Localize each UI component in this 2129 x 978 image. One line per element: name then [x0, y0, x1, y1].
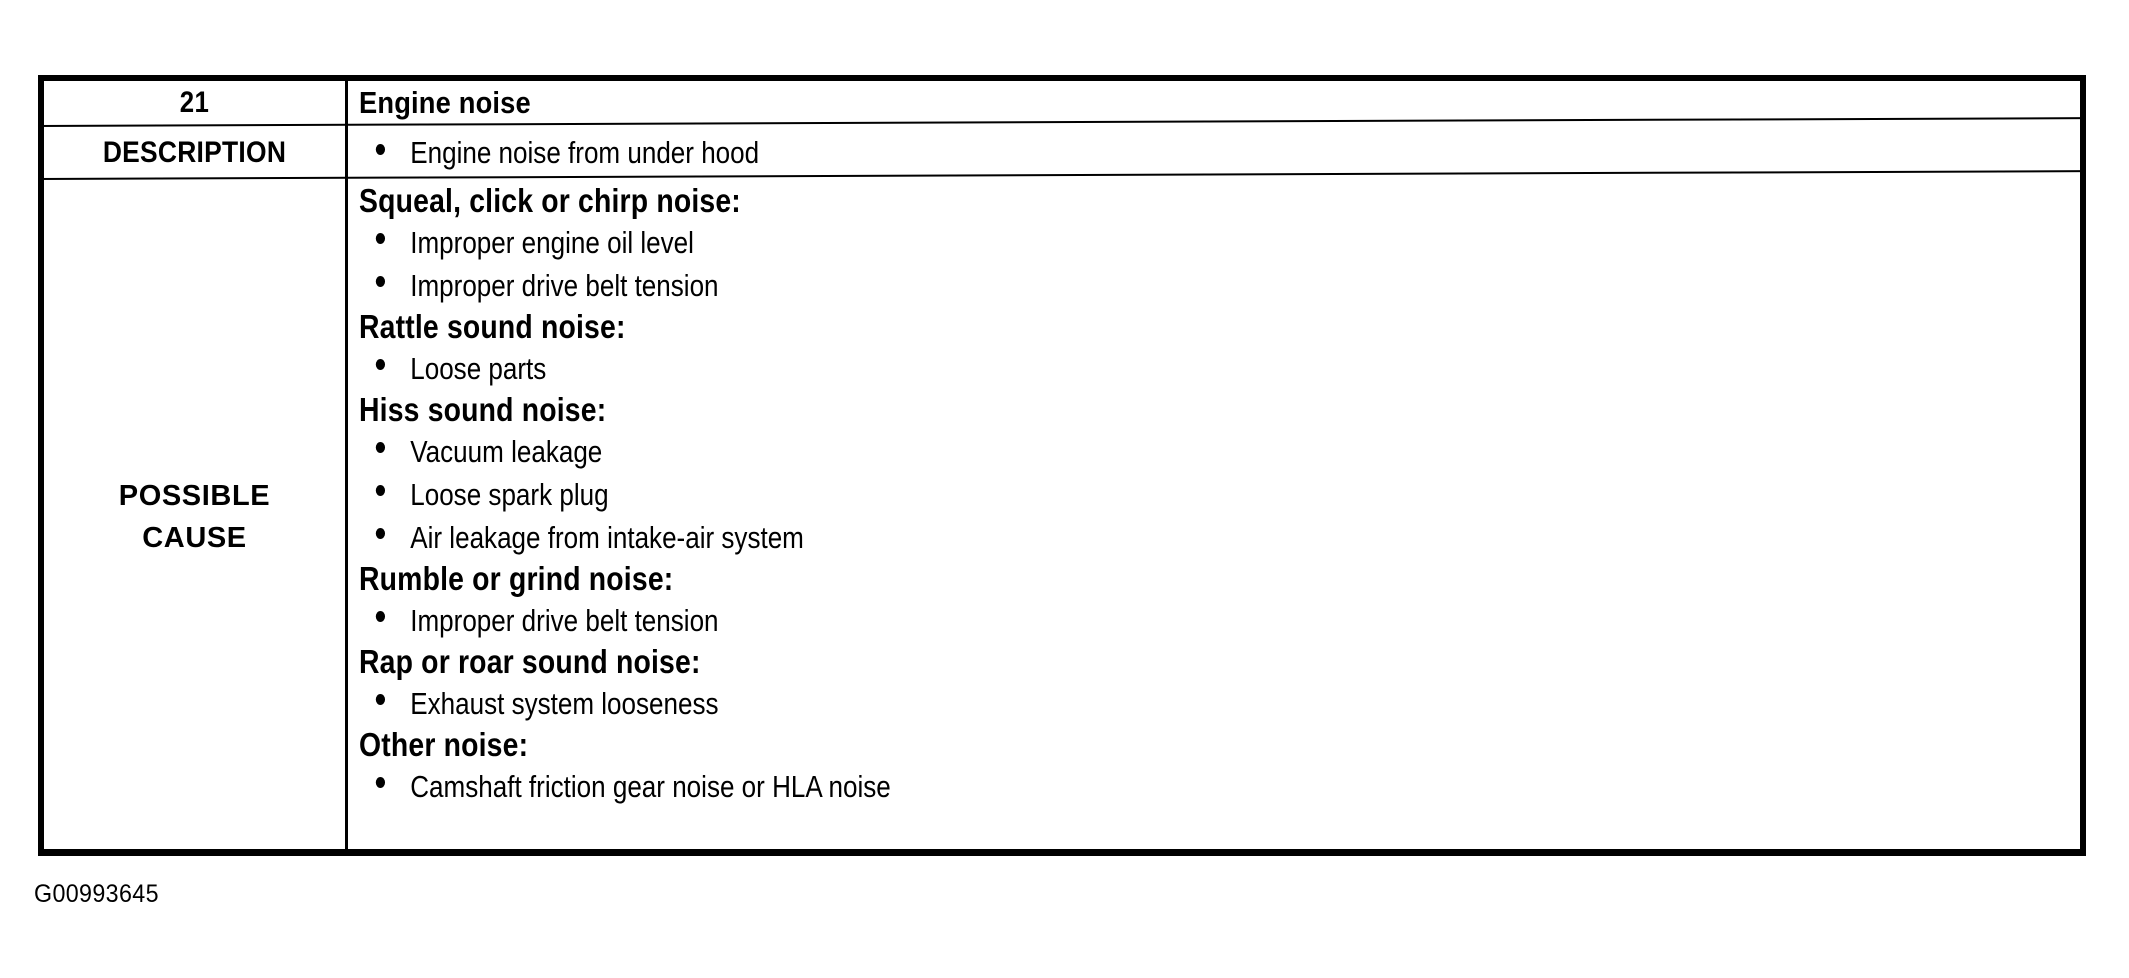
row-label-item-number: 21 — [179, 86, 210, 119]
bullet-icon — [375, 442, 386, 453]
bullet-icon — [375, 611, 386, 622]
list-item: Engine noise from under hood — [359, 127, 759, 178]
row-label-possible-cause: POSSIBLE CAUSE — [44, 475, 345, 559]
cause-group-heading: Squeal, click or chirp noise: — [359, 182, 741, 219]
row-label-possible-cause-line1: POSSIBLE — [118, 480, 271, 512]
table-border-top — [38, 75, 2086, 81]
bullet-icon — [375, 359, 386, 370]
bullet-icon — [375, 233, 386, 244]
list-item-label: Air leakage from intake-air system — [410, 520, 804, 555]
figure-id-code: G00993645 — [34, 880, 159, 908]
list-item-label: Exhaust system looseness — [410, 686, 719, 721]
list-item: Camshaft friction gear noise or HLA nois… — [359, 765, 1787, 808]
cause-group-heading: Rumble or grind noise: — [359, 560, 674, 597]
list-item-label: Improper engine oil level — [410, 225, 694, 260]
list-item: Loose parts — [359, 347, 1787, 390]
table-column-divider — [345, 75, 348, 856]
list-item: Air leakage from intake-air system — [359, 516, 1787, 559]
list-item: Improper engine oil level — [359, 221, 1787, 264]
bullet-icon — [375, 144, 386, 155]
description-cell: Engine noise from under hood — [359, 127, 835, 178]
list-item: Vacuum leakage — [359, 430, 1787, 473]
cause-group-heading: Rattle sound noise: — [359, 308, 626, 345]
list-item-label: Camshaft friction gear noise or HLA nois… — [410, 769, 891, 804]
diagnostic-table: 21 DESCRIPTION POSSIBLE CAUSE Engine noi… — [37, 75, 2086, 856]
bullet-icon — [375, 694, 386, 705]
cause-group-heading: Other noise: — [359, 726, 529, 763]
cause-group-heading: Rap or roar sound noise: — [359, 643, 701, 680]
row-label-description: DESCRIPTION — [102, 136, 287, 169]
list-item-label: Engine noise from under hood — [410, 135, 760, 170]
row-label-possible-cause-line2: CAUSE — [142, 522, 247, 554]
bullet-icon — [375, 276, 386, 287]
list-item-label: Improper drive belt tension — [410, 603, 719, 638]
bullet-icon — [375, 528, 386, 539]
table-border-left — [38, 75, 44, 856]
cause-group-heading: Hiss sound noise: — [359, 391, 607, 428]
list-item: Exhaust system looseness — [359, 682, 1787, 725]
symptom-title: Engine noise — [359, 85, 531, 120]
list-item-label: Loose spark plug — [410, 477, 609, 512]
bullet-icon — [375, 777, 386, 788]
list-item-label: Vacuum leakage — [410, 434, 603, 469]
list-item-label: Improper drive belt tension — [410, 268, 719, 303]
list-item-label: Loose parts — [410, 351, 547, 386]
list-item: Loose spark plug — [359, 473, 1787, 516]
bullet-icon — [375, 485, 386, 496]
table-content-column: Engine noise Engine noise from under hoo… — [351, 75, 2080, 856]
possible-cause-cell: Squeal, click or chirp noise: Improper e… — [359, 181, 2059, 808]
table-border-right — [2080, 75, 2086, 856]
table-border-bottom — [38, 849, 2086, 856]
list-item: Improper drive belt tension — [359, 264, 1787, 307]
list-item: Improper drive belt tension — [359, 599, 1787, 642]
